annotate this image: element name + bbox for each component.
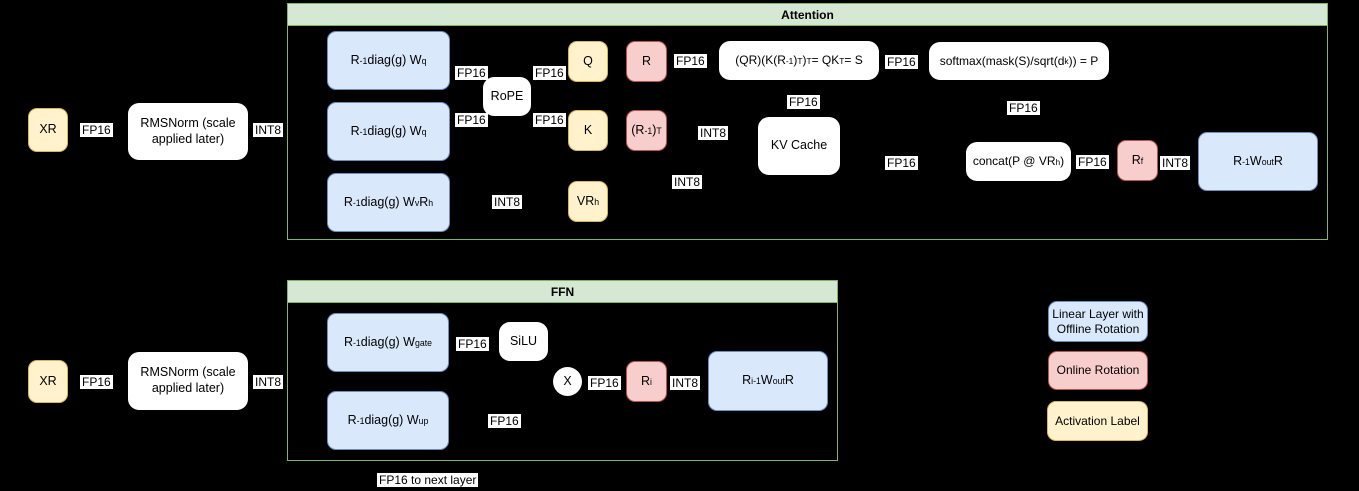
xr-activation-attention: XR xyxy=(28,108,68,152)
dtype-label-int8: INT8 xyxy=(670,376,701,391)
legend-activation-label: Activation Label xyxy=(1047,401,1148,441)
online-rotation-rinv-t: (R-1)T xyxy=(626,110,667,151)
dtype-label-int8: INT8 xyxy=(492,195,523,210)
dtype-label-int8: INT8 xyxy=(253,123,284,138)
dtype-label-fp16: FP16 xyxy=(80,123,113,138)
dtype-label-fp16: FP16 xyxy=(455,66,488,81)
dtype-label-fp16: FP16 xyxy=(588,376,621,391)
ffn-group-title: FFN xyxy=(288,281,837,303)
dtype-label-fp16: FP16 xyxy=(455,113,488,128)
attention-group: Attention xyxy=(287,3,1328,240)
dtype-label-fp16: FP16 xyxy=(488,414,521,429)
rope-op: RoPE xyxy=(483,77,531,116)
q-activation: Q xyxy=(568,41,608,82)
attention-group-title: Attention xyxy=(288,4,1327,26)
dtype-label-fp16: FP16 xyxy=(533,66,566,81)
dtype-label-fp16: FP16 xyxy=(533,113,566,128)
silu-op: SiLU xyxy=(499,322,548,361)
next-layer-label: FP16 to next layer xyxy=(377,473,479,488)
dtype-label-int8: INT8 xyxy=(1160,156,1191,171)
online-rotation-r: R xyxy=(626,41,667,82)
dtype-label-int8: INT8 xyxy=(672,175,703,190)
kv-cache: KV Cache xyxy=(758,117,840,175)
dtype-label-fp16: FP16 xyxy=(80,375,113,390)
dtype-label-fp16: FP16 xyxy=(787,95,820,110)
ffn-group: FFN xyxy=(287,280,838,461)
k-activation: K xyxy=(568,110,608,151)
rmsnorm-attention: RMSNorm (scale applied later) xyxy=(128,103,248,160)
dtype-label-fp16: FP16 xyxy=(1007,101,1040,116)
xr-activation-ffn: XR xyxy=(28,360,68,403)
legend-offline-rotation: Linear Layer with Offline Rotation xyxy=(1048,301,1148,342)
dtype-label-int8: INT8 xyxy=(253,375,284,390)
legend-online-rotation: Online Rotation xyxy=(1048,351,1148,390)
dtype-label-fp16: FP16 xyxy=(1076,155,1109,170)
dtype-label-fp16: FP16 xyxy=(885,156,918,171)
dtype-label-int8: INT8 xyxy=(698,126,729,141)
rmsnorm-ffn: RMSNorm (scale applied later) xyxy=(128,352,248,410)
dtype-label-fp16: FP16 xyxy=(674,54,707,69)
dtype-label-fp16: FP16 xyxy=(885,55,918,70)
dtype-label-fp16: FP16 xyxy=(456,337,489,352)
multiply-op: X xyxy=(553,367,582,396)
